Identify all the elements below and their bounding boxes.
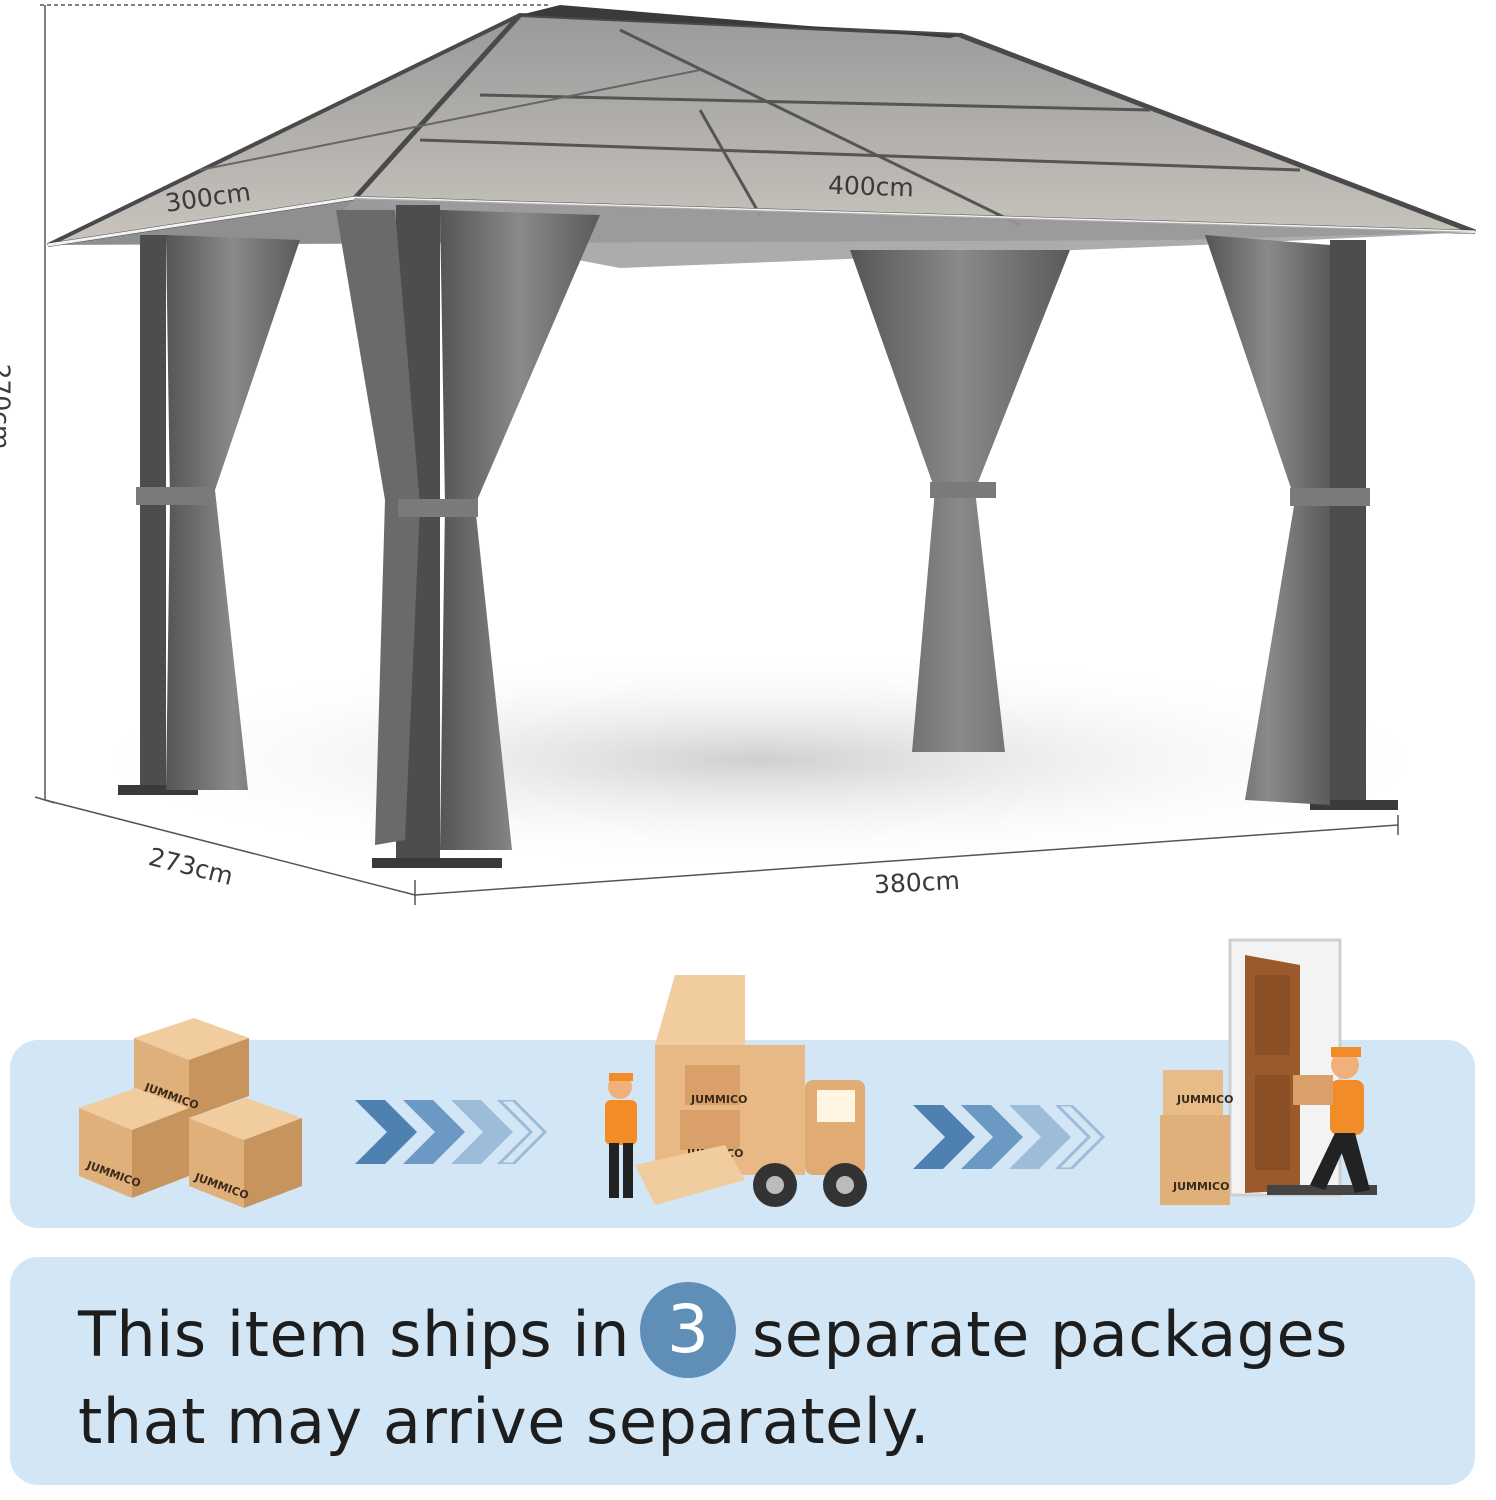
arrows-icon <box>355 1100 548 1164</box>
shipping-notice-line2: that may arrive separately. <box>78 1385 931 1458</box>
svg-text:JUMMICO: JUMMICO <box>690 1093 747 1106</box>
packages-icon: JUMMICO JUMMICO JUMMICO <box>79 1018 302 1208</box>
dimension-lines <box>34 4 1399 905</box>
svg-text:JUMMICO: JUMMICO <box>1172 1180 1229 1193</box>
height-label: 270cm <box>0 363 16 450</box>
shipping-notice-line1-end: separate packages <box>752 1298 1348 1371</box>
gazebo-roof <box>47 5 1476 268</box>
arrows-icon <box>913 1105 1106 1169</box>
svg-text:JUMMICO: JUMMICO <box>1176 1093 1233 1106</box>
roof-width-label: 400cm <box>827 170 915 203</box>
delivery-truck-icon: JUMMICO JUMMICO <box>605 975 867 1207</box>
package-count-badge: 3 <box>640 1282 736 1378</box>
base-width-label: 380cm <box>873 865 961 900</box>
ground-shadow <box>60 650 1460 870</box>
shipping-notice-line1-start: This item ships in <box>78 1298 630 1371</box>
shipping-notice-band <box>10 1257 1475 1485</box>
gazebo-curtains <box>166 210 1330 850</box>
door-delivery-icon: JUMMICO JUMMICO <box>1160 938 1377 1205</box>
curtain-tiebacks <box>136 482 1370 517</box>
gazebo-illustration <box>34 4 1476 905</box>
